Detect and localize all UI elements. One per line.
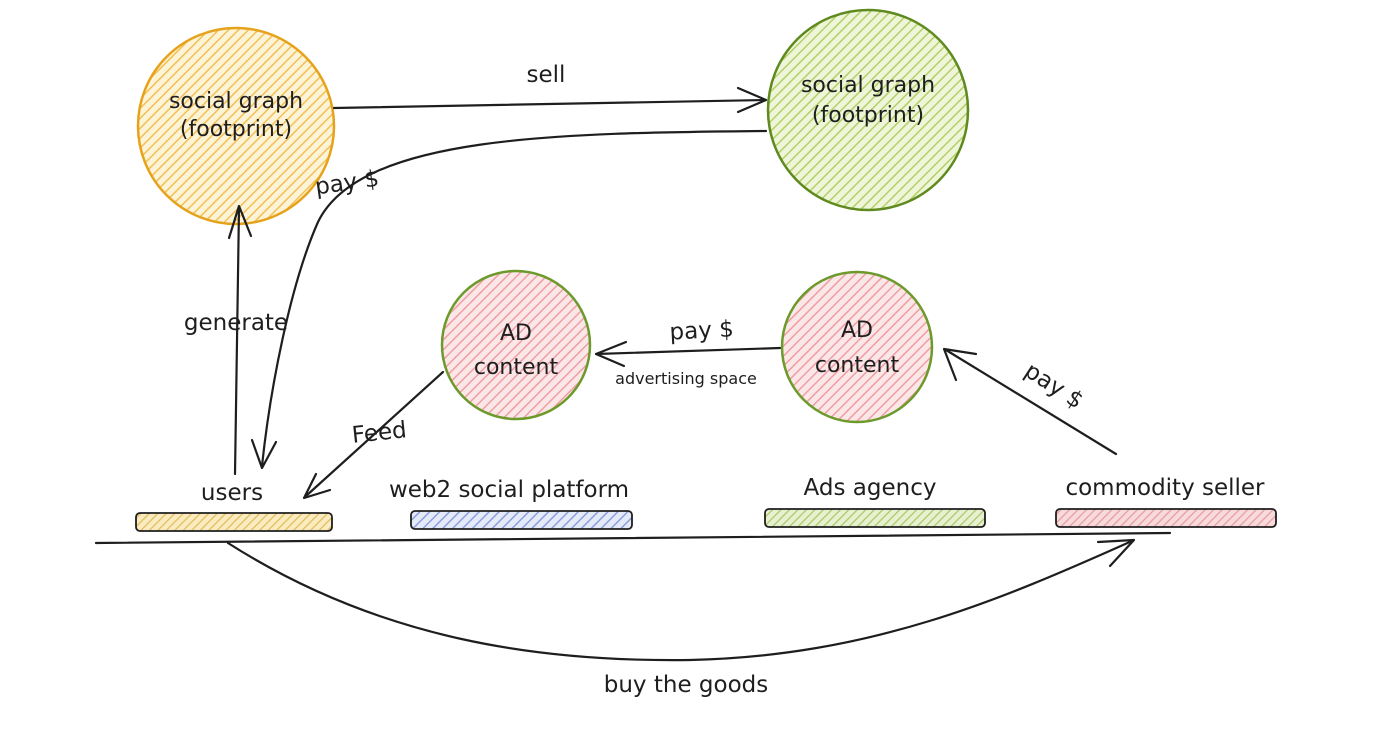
edge-pay-top bbox=[250, 129, 768, 470]
node-social-graph-right-line1: social graph bbox=[801, 73, 935, 98]
node-social-graph-right: social graph (footprint) bbox=[766, 8, 970, 212]
edge-sell bbox=[332, 86, 768, 114]
edge-generate bbox=[227, 204, 253, 476]
edge-feed-line bbox=[304, 370, 445, 498]
edge-pay-middle-line bbox=[594, 346, 782, 356]
edge-pay-middle-arrowhead bbox=[594, 340, 628, 368]
edge-sell-arrowhead bbox=[736, 86, 768, 114]
node-social-graph-left-line1: social graph bbox=[169, 89, 303, 114]
edge-buy-the-goods-label: buy the goods bbox=[604, 672, 768, 698]
edge-pay-right-arrowhead bbox=[942, 347, 978, 382]
edge-buy-the-goods-line bbox=[226, 539, 1134, 662]
node-ad-content-left: AD content bbox=[440, 269, 592, 421]
edge-generate-arrowhead bbox=[227, 204, 253, 240]
node-social-graph-right-line2: (footprint) bbox=[812, 103, 924, 128]
node-social-graph-left-line2: (footprint) bbox=[180, 117, 292, 142]
node-ad-content-left-line1: AD bbox=[500, 321, 532, 346]
actor-ads-agency: Ads agency bbox=[764, 475, 986, 528]
node-ad-content-right: AD content bbox=[780, 270, 934, 424]
edge-pay-right-label: pay $ bbox=[1020, 358, 1088, 415]
edge-pay-right-line bbox=[944, 348, 1118, 456]
edge-sell-label: sell bbox=[527, 62, 566, 88]
edge-generate-label: generate bbox=[184, 310, 288, 336]
edge-pay-right bbox=[942, 347, 1118, 456]
node-social-graph-left: social graph (footprint) bbox=[136, 26, 336, 226]
actor-commodity-seller: commodity seller bbox=[1055, 475, 1277, 528]
actor-users-label: users bbox=[201, 480, 263, 506]
node-ad-content-left-line2: content bbox=[474, 355, 559, 380]
edge-pay-top-arrowhead bbox=[250, 438, 278, 470]
node-ad-content-right-line1: AD bbox=[841, 318, 873, 343]
actor-users: users bbox=[135, 480, 333, 532]
actor-web2-social-platform-label: web2 social platform bbox=[389, 477, 629, 503]
actor-commodity-seller-label: commodity seller bbox=[1065, 475, 1265, 501]
edge-generate-line bbox=[233, 206, 241, 476]
edge-pay-middle bbox=[594, 340, 782, 368]
actor-web2-social-platform: web2 social platform bbox=[389, 477, 633, 530]
edge-feed-label: Feed bbox=[351, 417, 408, 449]
edge-feed bbox=[302, 370, 445, 500]
actor-ads-agency-label: Ads agency bbox=[804, 475, 937, 501]
edge-pay-middle-label: pay $ bbox=[669, 316, 735, 345]
edge-advertising-space-label: advertising space bbox=[615, 369, 757, 388]
edge-sell-line bbox=[332, 98, 768, 110]
edge-pay-top-line bbox=[260, 129, 768, 468]
edge-buy-the-goods bbox=[226, 538, 1136, 662]
edge-buy-the-goods-arrowhead bbox=[1096, 538, 1136, 568]
node-ad-content-right-line2: content bbox=[815, 353, 900, 378]
baseline bbox=[94, 531, 1172, 545]
edge-feed-arrowhead bbox=[302, 472, 332, 500]
